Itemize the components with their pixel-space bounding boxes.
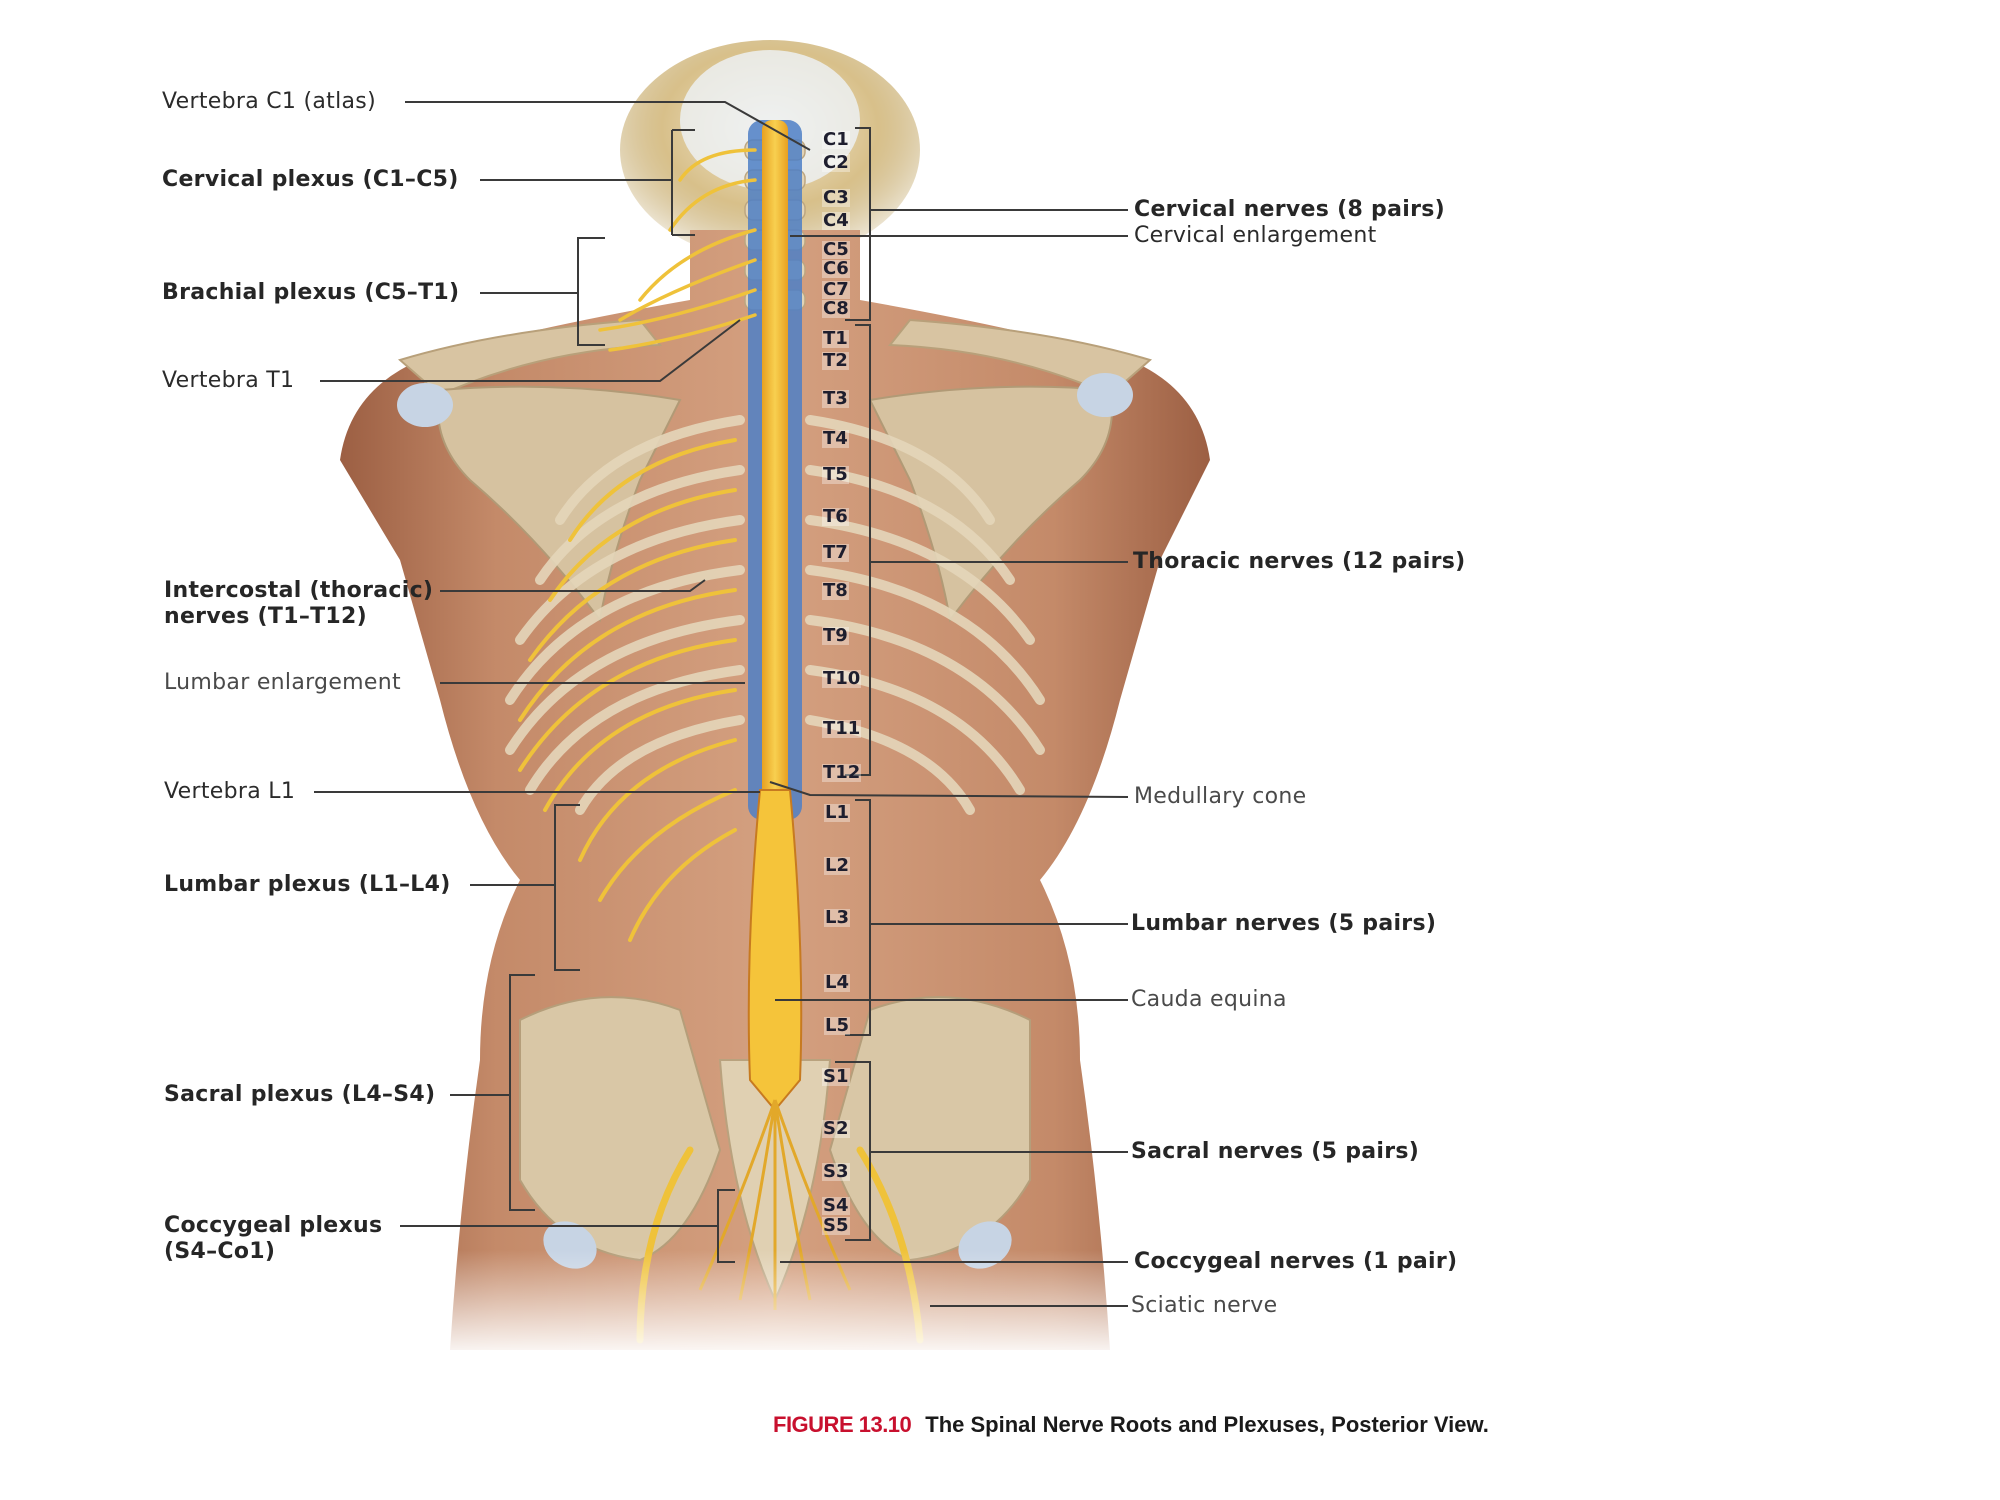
label-vertebra-c1: Vertebra C1 (atlas) bbox=[162, 89, 376, 114]
label-intercostal-nerves-line2: nerves (T1–T12) bbox=[164, 604, 367, 629]
figure-title: The Spinal Nerve Roots and Plexuses, Pos… bbox=[925, 1412, 1489, 1437]
right-leader-lines bbox=[769, 127, 1129, 1307]
level-l4: L4 bbox=[824, 972, 850, 993]
label-vertebra-l1: Vertebra L1 bbox=[164, 779, 296, 804]
level-t3: T3 bbox=[822, 388, 849, 409]
level-c6: C6 bbox=[822, 258, 850, 279]
level-s4: S4 bbox=[822, 1195, 850, 1216]
figure-caption: FIGURE 13.10 The Spinal Nerve Roots and P… bbox=[773, 1412, 1489, 1438]
level-c1: C1 bbox=[822, 129, 850, 150]
label-sacral-plexus: Sacral plexus (L4–S4) bbox=[164, 1082, 436, 1107]
level-c8: C8 bbox=[822, 298, 850, 319]
level-t8: T8 bbox=[822, 580, 849, 601]
level-t11: T11 bbox=[822, 718, 862, 739]
level-s3: S3 bbox=[822, 1161, 850, 1182]
level-l5: L5 bbox=[824, 1015, 850, 1036]
label-sacral-nerves: Sacral nerves (5 pairs) bbox=[1131, 1139, 1420, 1164]
label-coccygeal-plexus-line1: Coccygeal plexus bbox=[164, 1213, 383, 1238]
label-brachial-plexus: Brachial plexus (C5–T1) bbox=[162, 280, 460, 305]
label-cauda-equina: Cauda equina bbox=[1131, 987, 1287, 1012]
left-leader-lines bbox=[314, 101, 811, 1263]
label-lumbar-enlargement: Lumbar enlargement bbox=[164, 670, 401, 695]
level-l2: L2 bbox=[824, 855, 850, 876]
label-cervical-enlargement: Cervical enlargement bbox=[1134, 223, 1377, 248]
label-intercostal-nerves-line1: Intercostal (thoracic) bbox=[164, 578, 434, 603]
level-c2: C2 bbox=[822, 152, 850, 173]
label-coccygeal-plexus-line2: (S4–Co1) bbox=[164, 1239, 276, 1264]
spinal-column-illustration bbox=[598, 120, 924, 1344]
label-thoracic-nerves: Thoracic nerves (12 pairs) bbox=[1133, 549, 1466, 574]
level-l1: L1 bbox=[824, 802, 850, 823]
level-t6: T6 bbox=[822, 506, 849, 527]
label-cervical-plexus: Cervical plexus (C1–C5) bbox=[162, 167, 459, 192]
level-c5: C5 bbox=[822, 239, 850, 260]
figure-number: FIGURE 13.10 bbox=[773, 1412, 912, 1437]
level-s1: S1 bbox=[822, 1066, 850, 1087]
label-cervical-nerves: Cervical nerves (8 pairs) bbox=[1134, 197, 1445, 222]
level-t2: T2 bbox=[822, 350, 849, 371]
level-l3: L3 bbox=[824, 907, 850, 928]
level-c3: C3 bbox=[822, 187, 850, 208]
level-t1: T1 bbox=[822, 328, 849, 349]
level-t10: T10 bbox=[822, 668, 862, 689]
level-c4: C4 bbox=[822, 210, 850, 231]
level-s5: S5 bbox=[822, 1215, 850, 1236]
level-t12: T12 bbox=[822, 762, 862, 783]
label-medullary-cone: Medullary cone bbox=[1134, 784, 1307, 809]
level-t4: T4 bbox=[822, 428, 849, 449]
label-coccygeal-nerves: Coccygeal nerves (1 pair) bbox=[1134, 1249, 1458, 1274]
label-lumbar-nerves: Lumbar nerves (5 pairs) bbox=[1131, 911, 1437, 936]
level-t7: T7 bbox=[822, 542, 849, 563]
label-lumbar-plexus: Lumbar plexus (L1–L4) bbox=[164, 872, 451, 897]
level-c7: C7 bbox=[822, 279, 850, 300]
label-sciatic-nerve: Sciatic nerve bbox=[1131, 1293, 1278, 1318]
level-t5: T5 bbox=[822, 464, 849, 485]
level-t9: T9 bbox=[822, 625, 849, 646]
label-vertebra-t1: Vertebra T1 bbox=[162, 368, 295, 393]
level-s2: S2 bbox=[822, 1118, 850, 1139]
